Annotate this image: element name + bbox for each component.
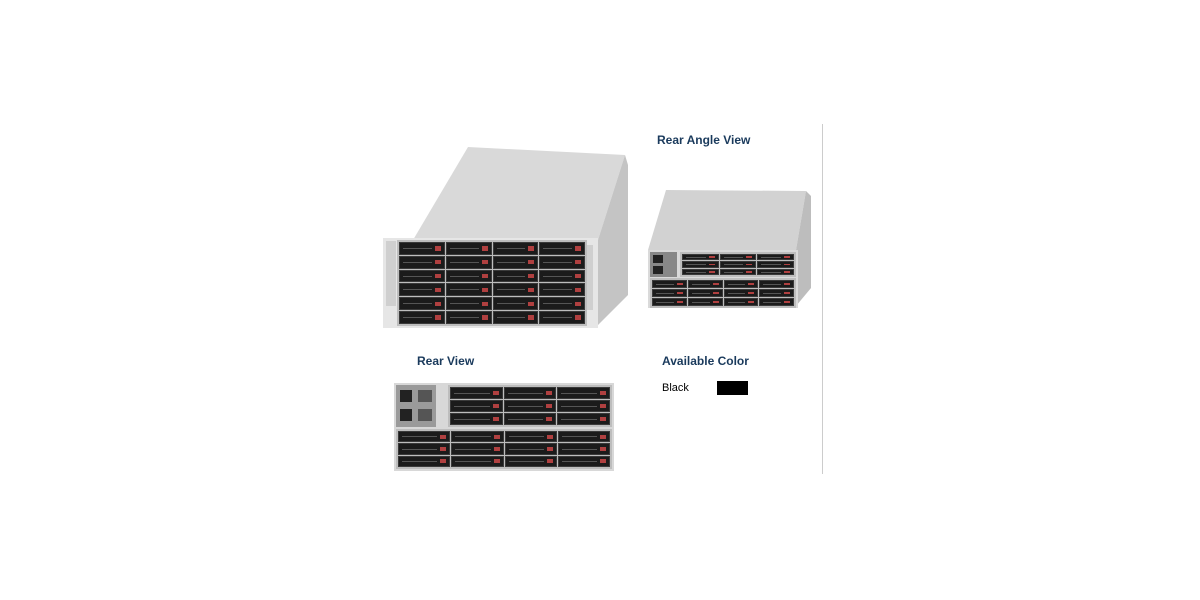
drive-bays [397,240,587,326]
rear-view-image [394,383,614,471]
main-chassis-image [383,145,628,330]
rear-angle-view-heading: Rear Angle View [657,133,751,147]
color-option-label: Black [662,382,689,394]
available-color-heading: Available Color [662,354,749,368]
rear-bottom-bays [396,429,612,469]
rear-angle-bottom-bays [650,278,796,308]
rear-top-bays [448,385,612,427]
power-supply-panel [396,385,436,427]
rear-angle-image [646,188,811,310]
rear-angle-top-bays [680,252,796,277]
vertical-divider [822,124,823,474]
rear-view-heading: Rear View [417,354,475,368]
color-swatch-black [717,381,748,395]
